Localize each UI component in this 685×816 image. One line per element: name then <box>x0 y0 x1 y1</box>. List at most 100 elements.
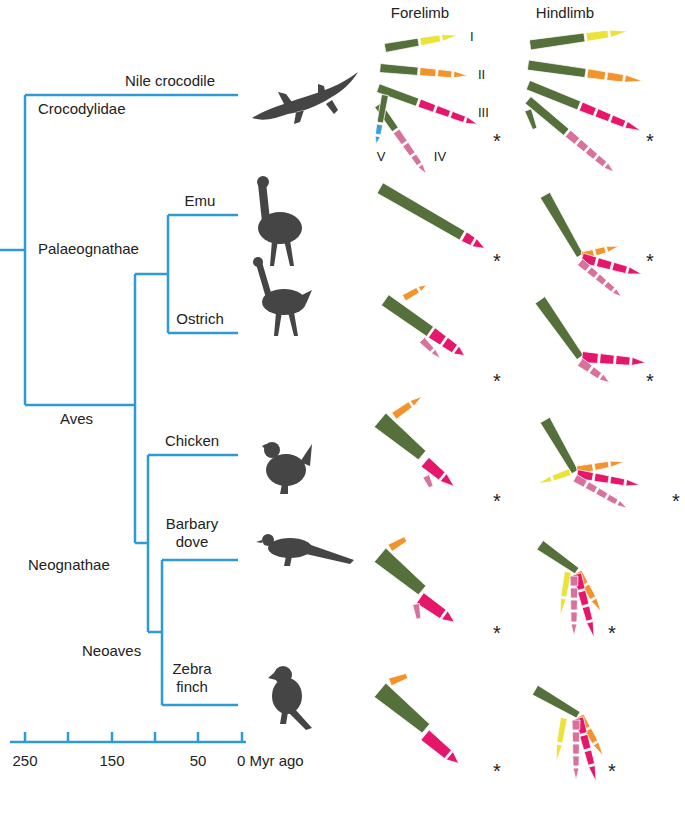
bone <box>573 768 579 780</box>
bone <box>617 501 627 509</box>
bone <box>389 673 408 685</box>
bone <box>572 732 579 742</box>
digit <box>525 97 614 172</box>
bone <box>589 765 596 781</box>
asterisk: * <box>672 490 680 512</box>
clade-name: Neognathae <box>28 556 110 574</box>
digit <box>535 297 583 360</box>
finch-silhouette <box>268 666 312 730</box>
digit <box>413 603 421 619</box>
taxon-name: Ostrich <box>176 310 224 328</box>
crocodile-silhouette <box>252 72 358 124</box>
digit <box>375 94 388 144</box>
bone <box>556 744 562 762</box>
bone <box>537 541 579 574</box>
clade-name: Neoaves <box>82 642 141 660</box>
emu-silhouette <box>257 176 302 266</box>
phylogenetic-tree <box>0 95 246 742</box>
bone <box>388 537 407 552</box>
bone <box>573 475 587 488</box>
bone <box>380 64 419 76</box>
digit <box>556 717 567 762</box>
asterisk: * <box>646 130 654 152</box>
bone <box>454 346 465 356</box>
asterisk: * <box>493 760 501 782</box>
bone <box>375 136 380 144</box>
clade-name: Crocodylidae <box>38 100 126 118</box>
bone <box>431 349 440 358</box>
bone <box>393 129 407 145</box>
bone <box>586 30 609 41</box>
bone <box>565 130 580 144</box>
digit <box>374 413 426 460</box>
digit <box>381 295 464 356</box>
digit <box>389 673 408 685</box>
digit <box>537 541 579 574</box>
taxon-name: Barbary dove <box>157 515 227 551</box>
bone <box>577 358 592 372</box>
asterisk: * <box>493 490 501 512</box>
bone <box>442 611 455 622</box>
bone <box>573 744 580 754</box>
bone <box>604 163 614 172</box>
digit <box>577 259 621 297</box>
bone <box>420 67 437 76</box>
bone <box>442 338 458 353</box>
digit-numeral: II <box>478 66 485 84</box>
dove-silhouette <box>256 534 354 566</box>
digit <box>380 64 468 78</box>
bone <box>377 94 388 123</box>
bone <box>594 473 609 483</box>
bone <box>413 603 421 619</box>
bone <box>535 297 583 360</box>
taxon-name: Nile crocodile <box>125 72 215 90</box>
bone <box>529 33 585 50</box>
bone <box>557 717 568 743</box>
column-heading: Hindlimb <box>536 4 594 22</box>
bone <box>616 355 631 365</box>
digit <box>374 548 426 595</box>
bone <box>578 590 589 606</box>
bone <box>402 288 419 302</box>
bone <box>374 548 426 595</box>
limb-skeletons <box>374 30 646 782</box>
digit <box>377 183 485 249</box>
asterisk: * <box>646 250 654 272</box>
bone <box>450 111 466 122</box>
bone <box>576 139 589 151</box>
bone <box>589 367 601 379</box>
bone <box>600 354 615 365</box>
bone <box>540 417 578 473</box>
bone <box>438 69 453 77</box>
bone <box>594 461 609 470</box>
digit <box>532 685 580 718</box>
bone <box>595 247 606 256</box>
digit <box>582 352 646 366</box>
bone <box>421 730 452 758</box>
bone <box>580 734 591 750</box>
bone <box>606 494 618 504</box>
bone <box>625 75 643 82</box>
bone <box>375 124 382 135</box>
bone <box>465 117 477 124</box>
bone <box>428 328 446 345</box>
bone <box>532 685 580 718</box>
asterisk: * <box>493 250 501 272</box>
bone <box>612 262 628 273</box>
bone <box>410 397 422 407</box>
asterisk: * <box>493 370 501 392</box>
bone <box>570 588 577 598</box>
bone <box>606 246 618 252</box>
digit <box>540 192 583 257</box>
bone <box>440 474 454 487</box>
bone <box>607 72 624 82</box>
bone <box>461 232 475 246</box>
clade-name: Palaeognathae <box>38 240 139 258</box>
bone <box>587 69 606 80</box>
bone <box>384 38 419 52</box>
bone <box>418 164 426 174</box>
taxon-name: Zebra finch <box>162 660 222 696</box>
bone <box>595 155 607 167</box>
digit <box>529 30 628 50</box>
bone <box>595 109 611 122</box>
